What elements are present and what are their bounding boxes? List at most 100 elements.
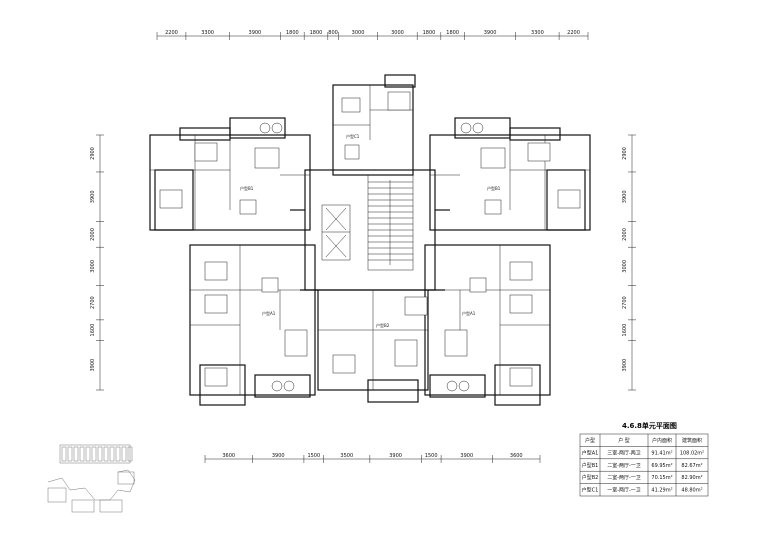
left-dimension-label: 2000 xyxy=(90,228,96,241)
dining-table-icon xyxy=(344,144,360,160)
chair-icon xyxy=(271,122,283,134)
dining-table-icon xyxy=(261,277,279,293)
chair-icon xyxy=(446,380,458,392)
dining-table-icon xyxy=(239,199,257,215)
table-cell: 三室-两厅-两卫 xyxy=(607,449,641,456)
right-dimension-label: 2900 xyxy=(622,147,628,160)
bottom-dimension-label: 1500 xyxy=(307,453,320,459)
table-cell: 户型B2 xyxy=(582,474,599,481)
bed-icon xyxy=(204,294,228,314)
table-header-cell: 户内面积 xyxy=(652,437,672,444)
chair-icon xyxy=(472,122,484,134)
left-dimension-label: 3900 xyxy=(90,359,96,372)
top-dimension-label: 1800 xyxy=(446,30,459,36)
unit-label-a1-left: 户型A1 xyxy=(262,310,276,316)
table-cell: 二室-两厅-一卫 xyxy=(607,474,641,481)
bed-icon xyxy=(387,91,411,111)
stair-well xyxy=(367,174,414,271)
left-dimension-label: 3900 xyxy=(90,190,96,203)
unit-label-a1-right: 户型A1 xyxy=(462,310,476,316)
sofa-icon xyxy=(394,339,418,367)
unit-label-b1-right: 户型B1 xyxy=(487,185,501,191)
table-cell: 91.41m² xyxy=(651,450,672,456)
building-plan xyxy=(149,74,591,406)
left-dimension-label: 1600 xyxy=(90,324,96,337)
table-header-cell: 建筑面积 xyxy=(682,437,702,444)
table-cell: 69.95m² xyxy=(651,463,672,469)
right-dimension-label: 2700 xyxy=(622,296,628,309)
unit-label-b1-left: 户型B1 xyxy=(240,185,254,191)
bed-icon xyxy=(509,294,533,314)
top-dimension-label: 1800 xyxy=(423,30,436,36)
bed-icon xyxy=(557,189,581,209)
table-cell: 户型B1 xyxy=(582,462,599,469)
dining-table-icon xyxy=(484,199,502,215)
chair-icon xyxy=(259,122,271,134)
chair-icon xyxy=(458,380,470,392)
bed-icon xyxy=(194,142,218,162)
table-cell: 二室-两厅-一卫 xyxy=(607,462,641,469)
furniture-layer xyxy=(159,91,581,392)
top-dimension-label: 1800 xyxy=(286,30,299,36)
bed-icon xyxy=(204,261,228,281)
unit-label-b2: 户型B2 xyxy=(376,322,390,328)
top-dimension-label: 3300 xyxy=(531,30,544,36)
top-dimension-label: 1800 xyxy=(310,30,323,36)
bed-icon xyxy=(509,261,533,281)
bottom-dimension-label: 1500 xyxy=(425,453,438,459)
top-dimension-label: 3300 xyxy=(201,30,214,36)
bottom-dimension-label: 3600 xyxy=(510,453,523,459)
right-dimension-chain: 2900 3900 2000 3000 2700 1600 3900 xyxy=(622,134,636,391)
table-cell: 一室-两厅-一卫 xyxy=(607,487,641,494)
chair-icon xyxy=(460,122,472,134)
bottom-dimension-label: 3600 xyxy=(222,453,235,459)
chair-icon xyxy=(283,380,295,392)
bed-icon xyxy=(404,296,428,316)
left-dimension-label: 3000 xyxy=(90,260,96,273)
top-dimension-label: 3000 xyxy=(352,30,365,36)
sofa-icon xyxy=(341,97,361,113)
right-dimension-label: 2000 xyxy=(622,228,628,241)
top-dimension-label: 3900 xyxy=(484,30,497,36)
bottom-dimension-label: 3500 xyxy=(340,453,353,459)
bed-icon xyxy=(159,189,183,209)
top-dimension-label: 3900 xyxy=(249,30,262,36)
bed-icon xyxy=(509,367,533,387)
right-dimension-label: 1600 xyxy=(622,324,628,337)
table-cell: 48.80m² xyxy=(681,488,702,494)
top-dimension-label: 2200 xyxy=(165,30,178,36)
table-cell: 户型A1 xyxy=(582,449,599,456)
table-cell: 82.90m² xyxy=(681,475,702,481)
table-header-cell: 户型 xyxy=(585,437,595,444)
table-header-cell: 户 型 xyxy=(618,437,630,444)
elevator-shaft xyxy=(321,204,351,261)
right-dimension-label: 3900 xyxy=(622,190,628,203)
chair-icon xyxy=(271,380,283,392)
unit-labels: 户型C1 户型B1 户型B1 户型A1 户型A1 户型B2 xyxy=(240,133,501,328)
plan-title: 4.6.8单元平面图 xyxy=(622,421,677,430)
table-cell: 41.29m² xyxy=(651,488,672,494)
table-cell: 70.15m² xyxy=(651,475,672,481)
table-cell: 108.02m² xyxy=(680,450,704,456)
bed-icon xyxy=(204,367,228,387)
left-dimension-label: 2900 xyxy=(90,147,96,160)
top-dimension-label: 2200 xyxy=(567,30,580,36)
key-plan-thumbnail xyxy=(47,444,136,513)
top-dimension-label: 3000 xyxy=(391,30,404,36)
bottom-dimension-label: 3900 xyxy=(389,453,402,459)
dining-table-icon xyxy=(469,277,487,293)
bed-icon xyxy=(527,142,551,162)
bottom-dimension-label: 3900 xyxy=(272,453,285,459)
table-cell: 户型C1 xyxy=(582,487,599,494)
right-dimension-label: 3900 xyxy=(622,359,628,372)
left-dimension-chain: 2900 3900 2000 3000 2700 1600 3900 xyxy=(90,134,104,391)
table-cell: 82.67m² xyxy=(681,463,702,469)
bed-icon xyxy=(332,354,356,374)
top-dimension-label: 800 xyxy=(328,30,338,36)
sofa-icon xyxy=(480,147,506,169)
right-dimension-label: 3000 xyxy=(622,260,628,273)
left-dimension-label: 2700 xyxy=(90,296,96,309)
